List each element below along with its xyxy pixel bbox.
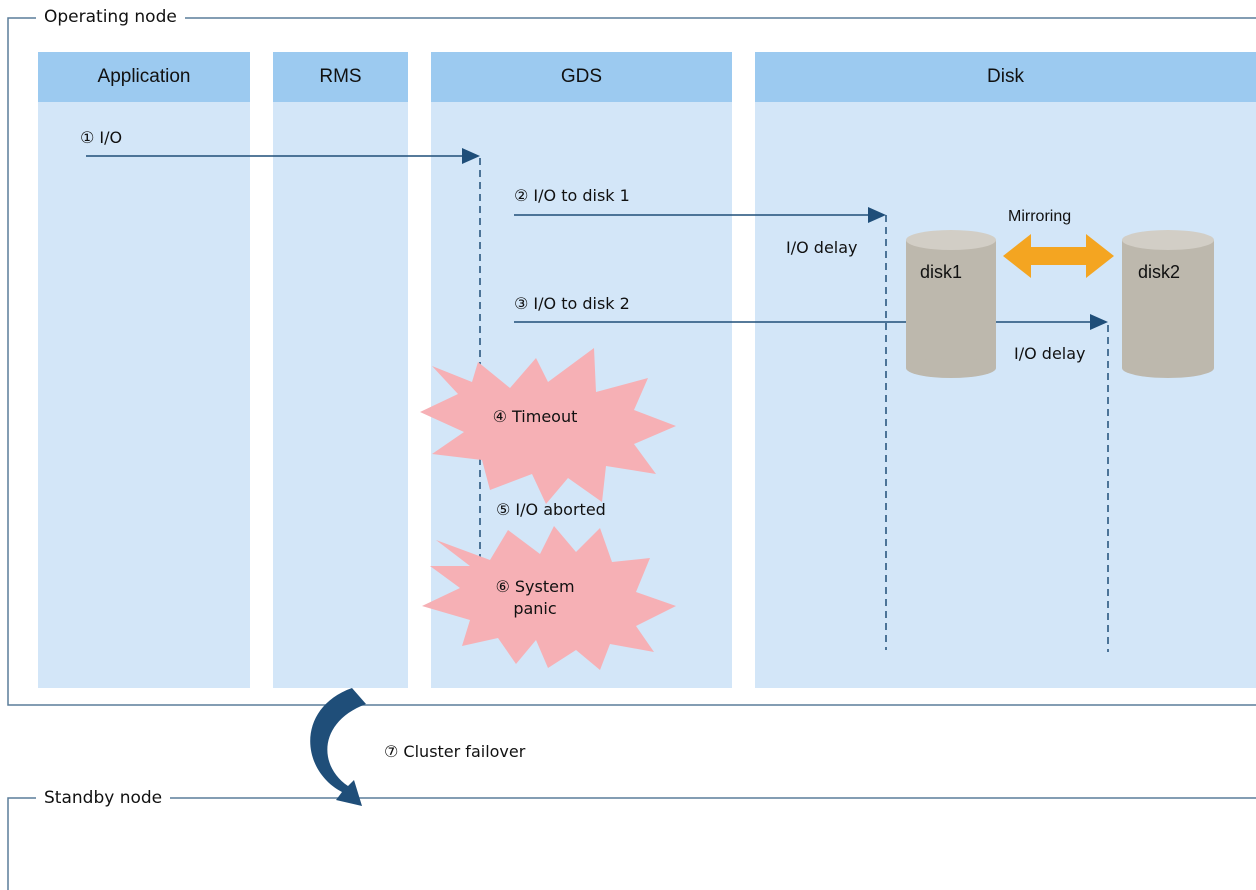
step1-label: ① I/O xyxy=(80,128,123,147)
step6-label: ⑥ System panic xyxy=(470,576,600,620)
io-disk2-arrowhead xyxy=(1090,314,1108,330)
step2-label: ② I/O to disk 1 xyxy=(514,186,630,205)
step6-line1: ⑥ System xyxy=(495,577,575,596)
mirroring-label: Mirroring xyxy=(1008,208,1072,225)
step3-label: ③ I/O to disk 2 xyxy=(514,294,630,313)
column-header-rms-bg xyxy=(273,52,408,102)
disk1-cylinder xyxy=(906,230,996,378)
disk2-cylinder xyxy=(1122,230,1214,378)
step4-label: ④ Timeout xyxy=(492,407,578,426)
failover-arrow xyxy=(310,688,366,806)
column-header-gds: GDS xyxy=(560,66,603,87)
mirroring-arrow xyxy=(1003,234,1114,278)
io-delay-disk2-label: I/O delay xyxy=(1014,344,1086,363)
column-application xyxy=(38,52,250,688)
step7-label: ⑦ Cluster failover xyxy=(384,742,526,761)
operating-node-label: Operating node xyxy=(36,6,185,28)
timeout-burst xyxy=(420,348,676,504)
step5-label: ⑤ I/O aborted xyxy=(496,500,606,519)
io-disk1-arrowhead xyxy=(868,207,886,223)
column-header-gds-bg xyxy=(431,52,732,102)
io-delay-disk1-label: I/O delay xyxy=(786,238,858,257)
column-rms xyxy=(273,52,408,688)
disk2-label: disk2 xyxy=(1138,262,1181,282)
operating-node-frame xyxy=(7,17,1256,706)
step6-line2: panic xyxy=(513,599,557,618)
io-arrowhead xyxy=(462,148,480,164)
column-header-application-bg xyxy=(38,52,250,102)
standby-node-frame xyxy=(7,797,1256,890)
standby-node-label: Standby node xyxy=(36,787,171,809)
column-header-disk-bg xyxy=(755,52,1256,102)
column-header-rms: RMS xyxy=(319,66,362,87)
system-panic-burst xyxy=(422,526,676,670)
disk1-label: disk1 xyxy=(920,262,963,282)
column-header-application: Application xyxy=(97,66,191,87)
column-header-disk: Disk xyxy=(987,66,1024,87)
